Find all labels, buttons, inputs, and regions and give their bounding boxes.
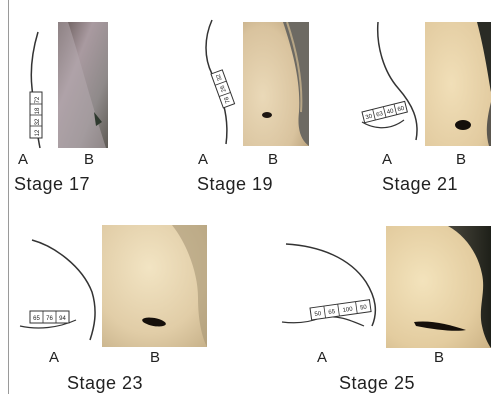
stage-23-label-b: B: [150, 350, 160, 365]
stage-17-cell: 32: [35, 118, 41, 125]
stage-23-outline-drawing: 65 76 94: [18, 232, 100, 344]
stage-21-outline-drawing: 30 63 40 60: [358, 16, 428, 146]
stage-25-label-b: B: [434, 350, 444, 365]
stage-23-label-a: A: [49, 350, 59, 365]
stage-25-outline-drawing: 50 65 100 50: [280, 238, 386, 338]
stage-21-title: Stage 21: [382, 175, 458, 193]
stage-19-title: Stage 19: [197, 175, 273, 193]
stage-23-cell: 65: [33, 316, 40, 322]
page-left-border: [8, 0, 9, 394]
stage-23-cell: 76: [46, 316, 53, 322]
stage-19-photo: [243, 22, 309, 146]
stage-17-cell: 18: [35, 107, 41, 114]
stage-19-outline-drawing: 32 26 78: [198, 18, 248, 148]
stage-23-cell: 94: [59, 316, 66, 322]
stage-23-photo: [102, 225, 207, 347]
stage-21-label-a: A: [382, 152, 392, 167]
stage-19-label-b: B: [268, 152, 278, 167]
stage-17-label-a: A: [18, 152, 28, 167]
stage-25-label-a: A: [317, 350, 327, 365]
stage-17-label-b: B: [84, 152, 94, 167]
stage-17-photo: [58, 22, 108, 148]
stage-19-label-a: A: [198, 152, 208, 167]
stage-17-cell: 12: [35, 129, 41, 136]
stage-17-title: Stage 17: [14, 175, 90, 193]
stage-21-photo: [425, 22, 491, 146]
stage-21-label-b: B: [456, 152, 466, 167]
stage-23-title: Stage 23: [67, 374, 143, 392]
stage-25-photo: [386, 226, 491, 348]
stage-25-title: Stage 25: [339, 374, 415, 392]
stage-17-outline-drawing: 72 18 32 12: [20, 30, 60, 150]
stage-17-cell: 72: [35, 96, 41, 103]
